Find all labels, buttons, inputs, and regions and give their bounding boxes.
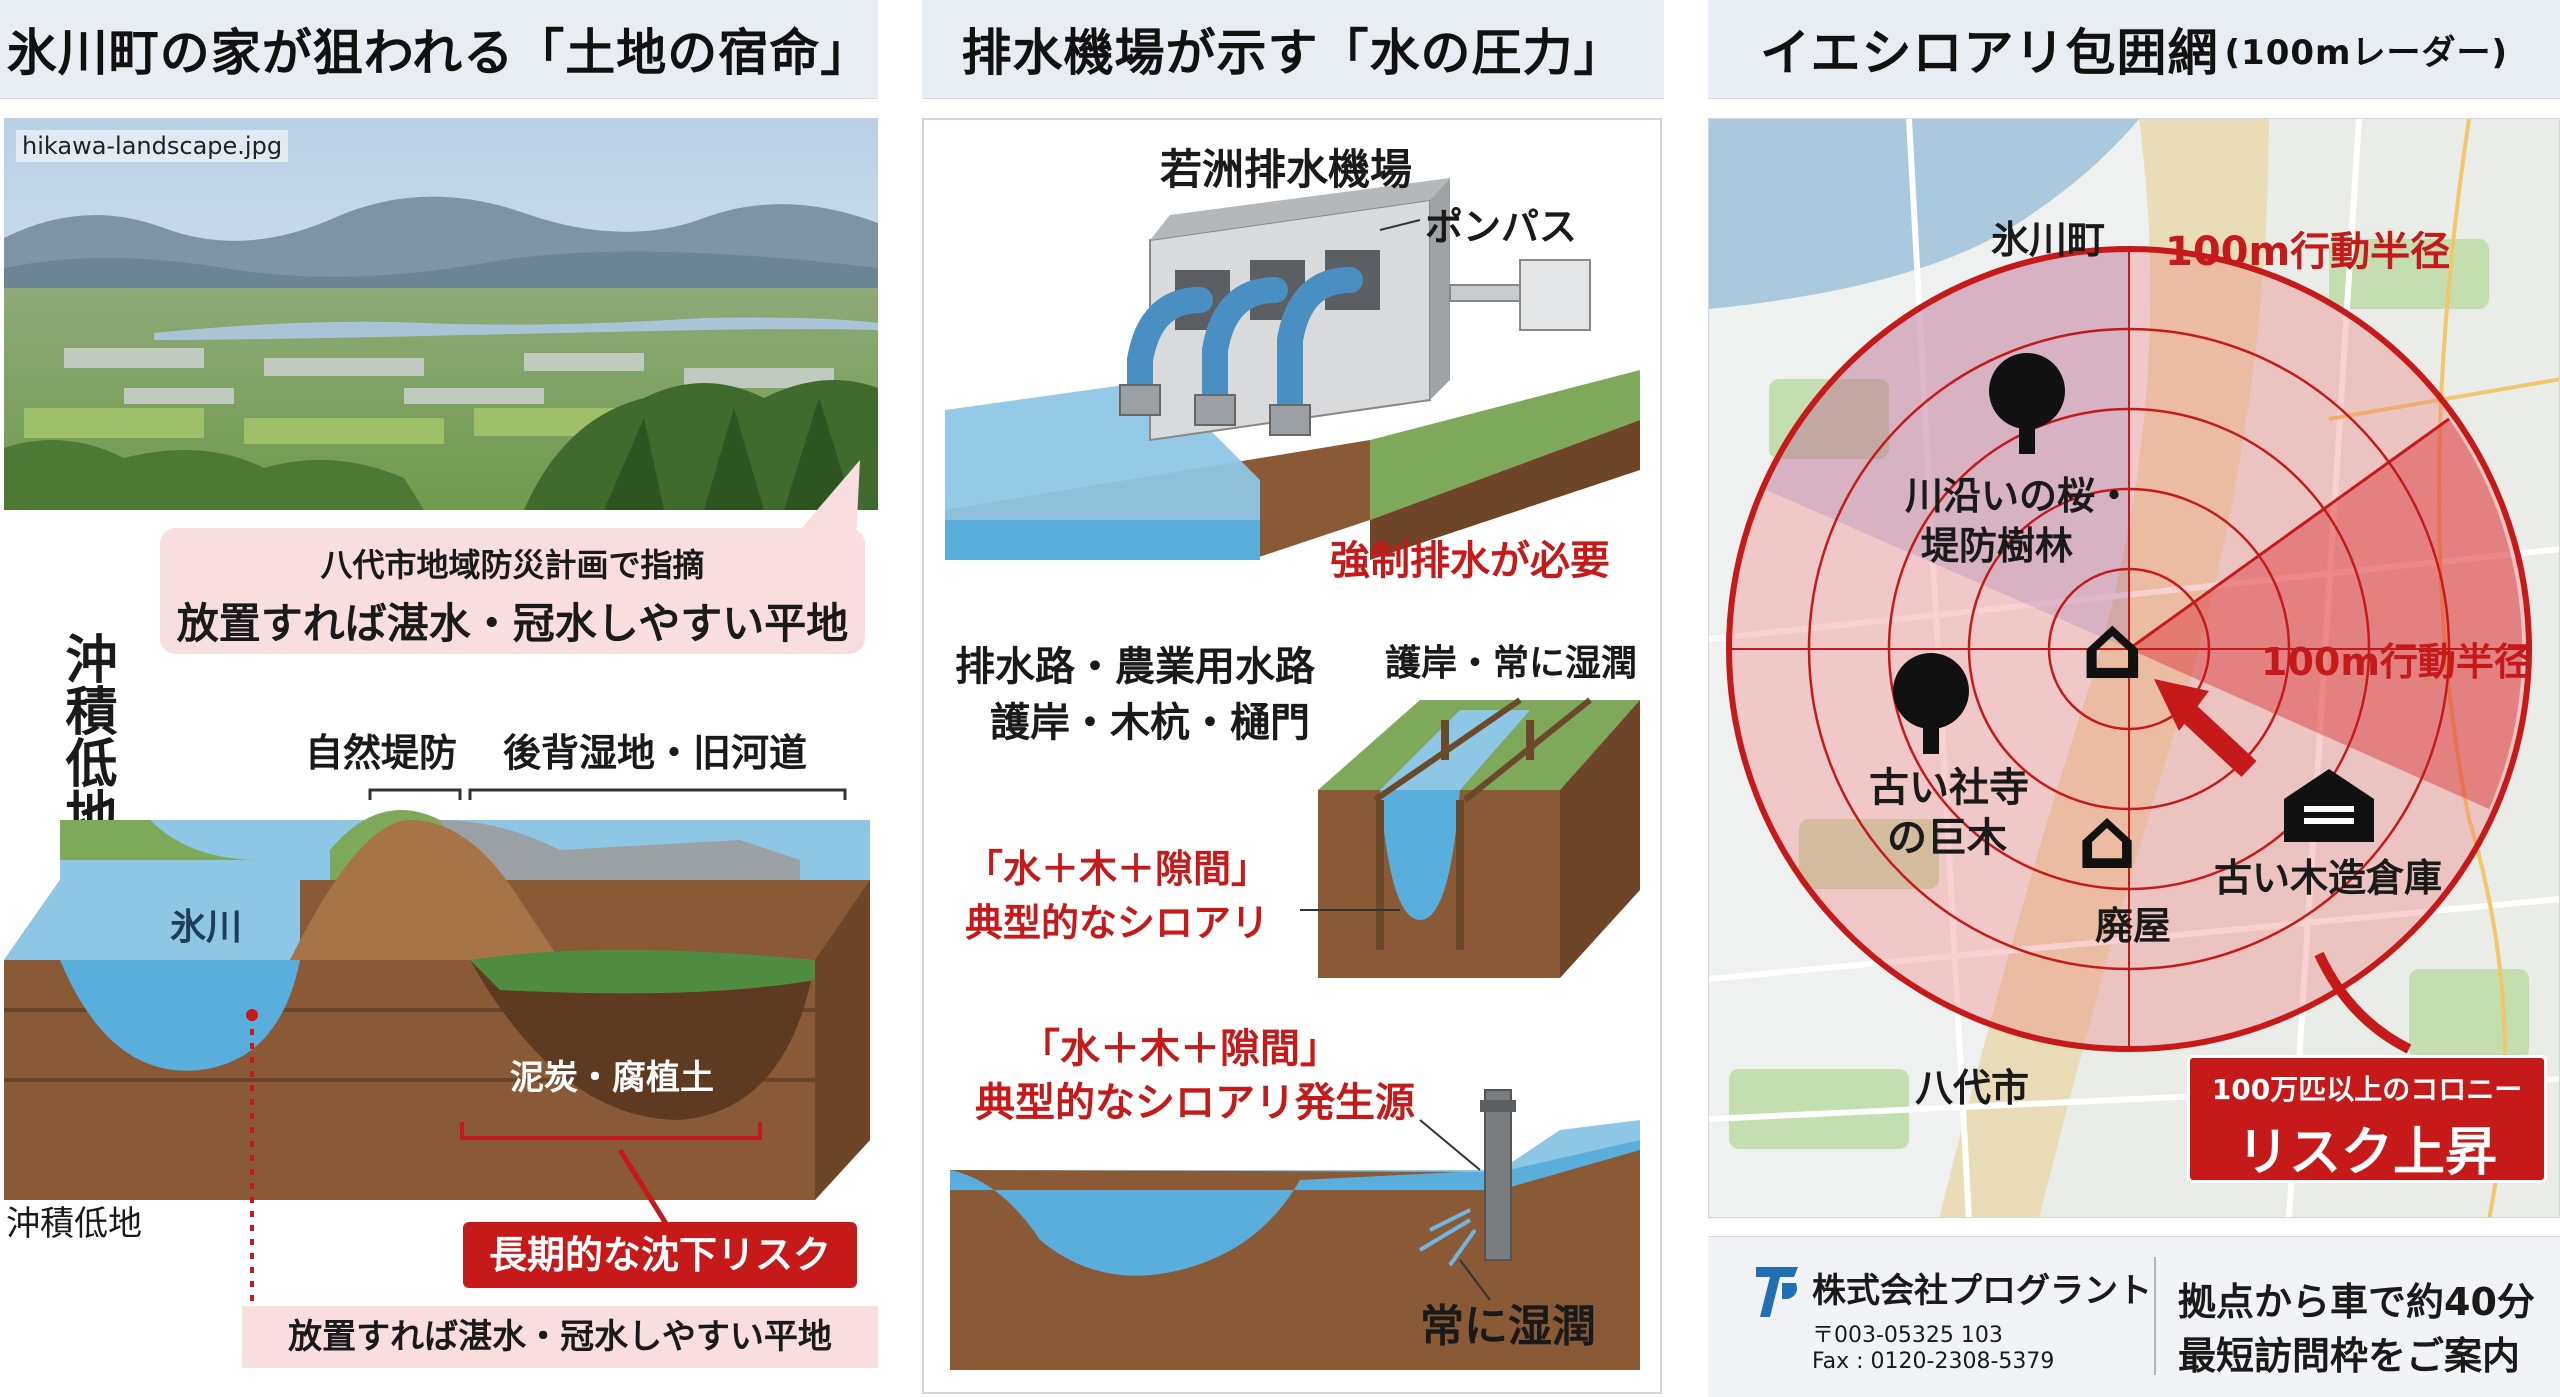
tree-icon-riverside	[1977, 349, 2077, 459]
always-wet-label: 常に湿潤	[1420, 1301, 1596, 1352]
radius-label-right: 100m行動半径	[2261, 640, 2532, 684]
panel1-callout: 八代市地域防災計画で指摘 放置すれば湛水・冠水しやすい平地	[160, 528, 865, 654]
forced-drainage-label: 強制排水が必要	[1330, 538, 1610, 584]
company-fax: Fax : 0120-2308-5379	[1812, 1349, 2055, 1374]
tree-label-riverside-2: 堤防樹林	[1921, 524, 2074, 568]
panel3-title-small: (100mレーダー)	[2224, 32, 2508, 73]
panel1-title: 氷川町の家が狙われる「土地の宿命」	[6, 24, 872, 82]
panel3-header: イエシロアリ包囲網 (100mレーダー)	[1708, 0, 2560, 99]
source-label-2: 典型的なシロアリ発生源	[975, 1080, 1415, 1126]
company-logo-icon	[1752, 1261, 1802, 1321]
tree-icon-shrine	[1881, 649, 1981, 759]
label-river: 氷川	[170, 907, 243, 948]
channel-label-1: 排水路・農業用水路	[955, 644, 1315, 690]
colony-risk-small: 100万匹以上のコロニー	[2211, 1073, 2523, 1106]
panel2-header: 排水機場が示す「水の圧力」	[922, 0, 1664, 99]
panel1-header: 氷川町の家が狙われる「土地の宿命」	[0, 0, 878, 99]
risk-box-subsidence: 長期的な沈下リスク	[463, 1222, 857, 1288]
visit-note-2: 最短訪問枠をご案内	[2178, 1334, 2521, 1378]
tree-label-shrine-1: 古い社寺	[1869, 765, 2029, 811]
termite-label-2: 典型的なシロアリ	[965, 901, 1270, 945]
colony-risk-big: リスク上昇	[2236, 1123, 2497, 1183]
termite-label-1: 「水＋木＋隙間」	[965, 847, 1270, 891]
town-hikawa: 氷川町	[1991, 218, 2106, 262]
callout-small-text: 八代市地域防災計画で指摘	[320, 546, 705, 584]
channel-label-2: 護岸・木杭・樋門	[990, 700, 1310, 746]
colony-risk-box: 100万匹以上のコロニー リスク上昇	[2187, 1055, 2547, 1183]
house-icon: ⌂	[2081, 596, 2144, 699]
wet-bank-label: 護岸・常に湿潤	[1385, 643, 1638, 684]
town-yatsushiro: 八代市	[1915, 1066, 2030, 1110]
photo-caption: hikawa-landscape.jpg	[16, 130, 289, 162]
radar-map: ⌂ ⌂ 氷川町 八代市 100m行動半径 100m行動半径 川沿いの桜・ 堤防樹…	[1708, 118, 2560, 1218]
ruin-label: 廃屋	[2095, 904, 2172, 948]
bottom-bar-flood: 放置すれば湛水・冠水しやすい平地	[242, 1306, 878, 1368]
label-levee: 自然堤防	[305, 731, 458, 775]
company-footer: 株式会社プログラント 〒003-05325 103 Fax : 0120-230…	[1708, 1236, 2560, 1397]
source-label-1: 「水＋木＋隙間」	[1020, 1026, 1340, 1072]
footer-divider	[2154, 1257, 2156, 1375]
tree-label-riverside-1: 川沿いの桜・	[1905, 474, 2134, 518]
panel3-title: イエシロアリ包囲網	[1760, 24, 2219, 82]
label-peat: 泥炭・腐植土	[510, 1058, 714, 1098]
vertical-lowland-label: 沖積低地	[56, 632, 116, 840]
landscape-photo: hikawa-landscape.jpg	[4, 118, 878, 510]
radius-label-top: 100m行動半径	[2165, 229, 2451, 275]
visit-note-1: 拠点から車で約40分	[2178, 1280, 2535, 1324]
station-title: 若洲排水機場	[1160, 145, 1413, 194]
warehouse-icon	[2279, 764, 2379, 844]
panel2-title: 排水機場が示す「水の圧力」	[961, 24, 1625, 82]
company-name: 株式会社プログラント	[1812, 1271, 2152, 1311]
tree-label-shrine-2: の巨木	[1887, 815, 2007, 861]
label-lowland: 沖積低地	[6, 1204, 142, 1244]
callout-big-text: 放置すれば湛水・冠水しやすい平地	[176, 599, 849, 648]
company-postal: 〒003-05325 103	[1812, 1323, 2003, 1348]
warehouse-label: 古い木造倉庫	[2214, 856, 2443, 900]
panel2-frame	[922, 118, 1662, 1394]
ruin-house-icon: ⌂	[2077, 790, 2138, 888]
label-backmarsh: 後背湿地・旧河道	[503, 731, 808, 775]
pump-label: ポンパス	[1425, 205, 1578, 249]
